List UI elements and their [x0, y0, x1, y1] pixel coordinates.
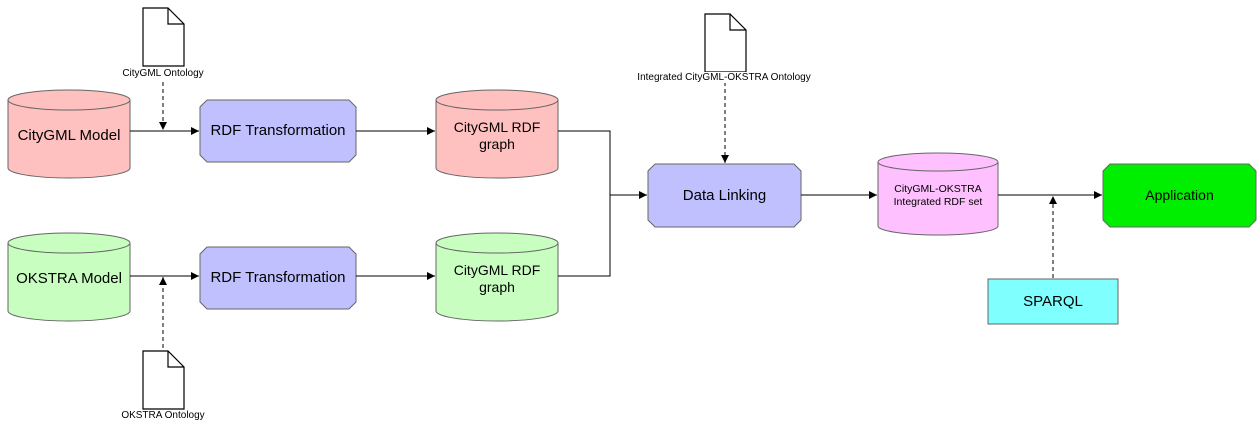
data-linking-label: Data Linking [682, 186, 767, 204]
okstra-ontology-document-icon [142, 350, 185, 410]
integrated-rdf-set-cylinder [877, 152, 999, 236]
application-box [1102, 163, 1257, 228]
data-linking-box [647, 163, 802, 228]
sparql-label: SPARQL [1023, 292, 1083, 310]
okstra-model-label: OKSTRA Model [16, 269, 122, 287]
integrated-rdf-set-label: CityGML-OKSTRA Integrated RDF set [893, 182, 983, 208]
citygml-rdf-graph-top-cylinder [435, 89, 559, 179]
citygml-ontology-caption: CityGML Ontology [120, 68, 206, 79]
rdf-transformation-top-box [199, 99, 357, 163]
rdf-transformation-top-label: RDF Transformation [210, 122, 346, 139]
citygml-rdf-graph-top-label: CityGML RDF graph [453, 118, 541, 152]
citygml-rdf-graph-bottom-cylinder [435, 232, 559, 322]
okstra-ontology-caption: OKSTRA Ontology [119, 410, 207, 421]
citygml-rdf-graph-bottom-label: CityGML RDF graph [453, 261, 541, 295]
rdf-transformation-bottom-box [199, 246, 357, 310]
citygml-model-label: CityGML Model [17, 126, 121, 144]
okstra-model-cylinder [7, 232, 131, 322]
integrated-ontology-document-icon [704, 13, 747, 73]
integrated-ontology-caption: Integrated CityGML-OKSTRA Ontology [635, 72, 813, 83]
citygml-ontology-document-icon [142, 7, 185, 67]
citygml-model-cylinder [7, 89, 131, 179]
rdf-transformation-bottom-label: RDF Transformation [210, 269, 346, 286]
sparql-box [987, 278, 1119, 325]
flow-arrows [130, 127, 1102, 280]
application-label: Application [1145, 187, 1214, 204]
